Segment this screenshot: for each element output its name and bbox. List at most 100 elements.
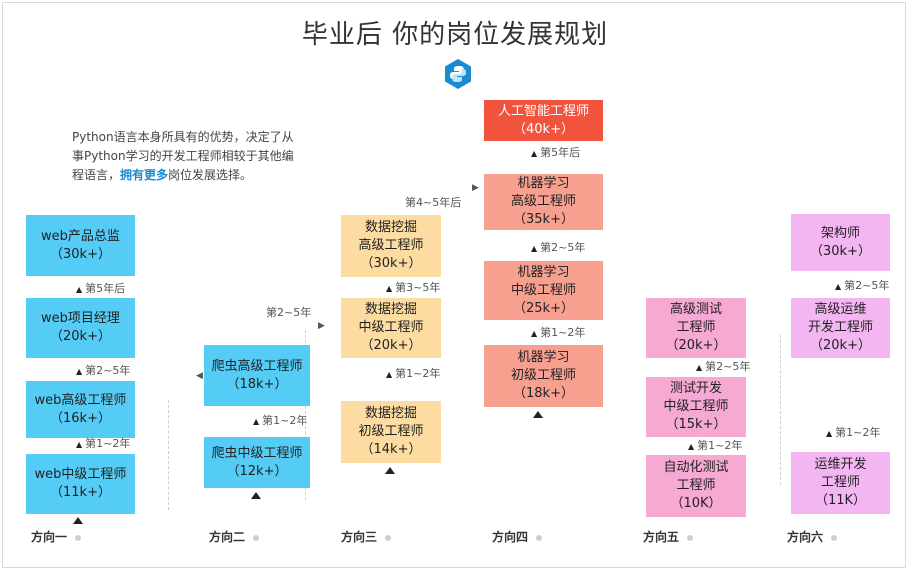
box-title: web项目经理 xyxy=(41,311,120,326)
transition-text: 第2~5年 xyxy=(540,241,586,254)
transition-label: ▲第1~2年 xyxy=(76,438,130,451)
devops-engineer-box: 运维开发 工程师 （11K） xyxy=(791,452,890,514)
box-title: 爬虫高级工程师 xyxy=(211,358,303,374)
transition-text: 第5年后 xyxy=(540,146,581,159)
page-title: 毕业后 你的岗位发展规划 xyxy=(301,20,609,50)
up-triangle-icon: ▲ xyxy=(76,440,83,449)
direction-label: 方向三 xyxy=(341,530,392,544)
box-title-line1: 自动化测试 xyxy=(663,460,729,475)
up-triangle-icon: ▲ xyxy=(531,149,538,158)
direction-text: 方向五 xyxy=(643,530,680,544)
test-dev-mid-box: 测试开发 中级工程师 （15k+） xyxy=(646,377,746,437)
direction-dot xyxy=(75,534,82,541)
transition-text: 第2~5年 xyxy=(705,360,751,373)
transition-text: 第1~2年 xyxy=(697,439,743,452)
web-senior-engineer-box: web高级工程师 （16k+） xyxy=(26,381,135,438)
transition-label: ▲第5年后 xyxy=(531,147,580,160)
web-product-director-box: web产品总监 （30k+） xyxy=(26,215,135,276)
ml-mid-box: 机器学习 中级工程师 （25k+） xyxy=(484,261,603,320)
crawler-senior-engineer-box: 爬虫高级工程师 （18k+） xyxy=(204,345,310,406)
transition-label: ▲第1~2年 xyxy=(386,368,440,381)
box-title-line2: 中级工程师 xyxy=(510,282,576,298)
up-triangle-icon xyxy=(533,411,543,418)
intro-text: Python语言本身所具有的优势，决定了从 事Python学习的开发工程师相较于… xyxy=(72,128,334,185)
box-title: web高级工程师 xyxy=(34,392,127,408)
direction-label: 方向五 xyxy=(643,530,694,544)
transition-label: 第2~5年 xyxy=(266,307,311,319)
ml-senior-box: 机器学习 高级工程师 （35k+） xyxy=(484,174,603,230)
up-triangle-icon: ▲ xyxy=(531,329,538,338)
transition-label: ▲第1~2年 xyxy=(253,415,307,428)
web-mid-engineer-box: web中级工程师 （11k+） xyxy=(26,454,135,514)
transition-text: 第3~5年 xyxy=(395,281,441,294)
box-title: web产品总监 xyxy=(41,228,120,244)
transition-text: 第1~2年 xyxy=(85,437,131,450)
direction-text: 方向四 xyxy=(492,530,529,544)
box-salary: （11k+） xyxy=(50,485,111,500)
ai-engineer-box: 人工智能工程师 （40k+） xyxy=(484,100,603,141)
connector-line xyxy=(305,330,306,500)
transition-label: ▲第5年后 xyxy=(76,283,125,296)
direction-dot xyxy=(831,534,838,541)
direction-text: 方向三 xyxy=(341,530,378,544)
box-title-line2: 中级工程师 xyxy=(358,320,424,335)
up-triangle-icon xyxy=(251,492,261,499)
box-title: web中级工程师 xyxy=(34,467,127,482)
transition-label: ▲第2~5年 xyxy=(531,242,585,255)
box-title-line1: 机器学习 xyxy=(517,350,570,365)
transition-label: ▲第2~5年 xyxy=(696,361,750,374)
automation-test-engineer-box: 自动化测试 工程师 （10K） xyxy=(646,455,746,517)
transition-text: 第5年后 xyxy=(85,282,126,295)
transition-text: 第1~2年 xyxy=(395,367,441,380)
box-salary: （30k+） xyxy=(50,246,111,262)
web-project-manager-box: web项目经理 （20k+） xyxy=(26,298,135,358)
transition-text: 第2~5年 xyxy=(844,279,890,292)
box-salary: （20k+） xyxy=(360,338,422,353)
box-title-line2: 高级工程师 xyxy=(358,238,424,253)
direction-dot xyxy=(253,534,260,541)
crawler-mid-engineer-box: 爬虫中级工程师 （12k+） xyxy=(204,437,310,488)
box-salary: （18k+） xyxy=(513,386,574,401)
box-salary: （14k+） xyxy=(360,442,422,457)
up-triangle-icon: ▲ xyxy=(253,417,260,426)
intro-line-1: Python语言本身所具有的优势，决定了从 xyxy=(72,130,294,144)
box-salary: （10K） xyxy=(670,496,722,511)
data-mining-mid-box: 数据挖掘 中级工程师 （20k+） xyxy=(341,298,441,358)
transition-text: 第1~2年 xyxy=(540,326,586,339)
box-title-line2: 工程师 xyxy=(676,478,716,493)
box-title-line1: 高级运维 xyxy=(814,302,867,317)
box-title-line1: 数据挖掘 xyxy=(364,302,417,317)
ml-junior-box: 机器学习 初级工程师 （18k+） xyxy=(484,345,603,407)
up-triangle-icon: ▲ xyxy=(386,284,393,293)
direction-dot xyxy=(385,534,392,541)
box-salary: （35k+） xyxy=(513,212,574,227)
box-title-line1: 数据挖掘 xyxy=(364,220,417,235)
box-title-line1: 运维开发 xyxy=(814,457,867,472)
transition-label: ▲第2~5年 xyxy=(835,280,889,293)
box-title-line2: 工程师 xyxy=(820,475,860,490)
transition-text: 第2~5年 xyxy=(266,306,312,319)
up-triangle-icon: ▲ xyxy=(696,363,703,372)
transition-label: 第4~5年后 xyxy=(405,197,461,209)
up-triangle-icon xyxy=(73,517,83,524)
box-salary: （15k+） xyxy=(665,417,727,432)
data-mining-senior-box: 数据挖掘 高级工程师 （30k+） xyxy=(341,215,441,277)
direction-text: 方向二 xyxy=(209,530,246,544)
box-salary: （20k+） xyxy=(810,338,871,353)
box-title-line2: 初级工程师 xyxy=(510,368,576,383)
box-title-line1: 机器学习 xyxy=(517,264,570,280)
box-title-line1: 高级测试 xyxy=(669,302,722,317)
up-triangle-icon: ▲ xyxy=(835,282,842,291)
direction-text: 方向六 xyxy=(787,530,824,544)
transition-label: ▲第1~2年 xyxy=(531,327,585,340)
up-triangle-icon xyxy=(385,467,395,474)
data-mining-junior-box: 数据挖掘 初级工程师 （14k+） xyxy=(341,401,441,463)
direction-label: 方向六 xyxy=(787,530,838,544)
up-triangle-icon: ▲ xyxy=(76,285,83,294)
direction-label: 方向二 xyxy=(209,530,260,544)
left-arrow-icon: ◀ xyxy=(196,371,203,381)
box-title: 架构师 xyxy=(820,225,860,241)
box-salary: （20k+） xyxy=(665,338,727,353)
transition-label: ▲第2~5年 xyxy=(76,365,130,378)
up-triangle-icon: ▲ xyxy=(386,370,393,379)
